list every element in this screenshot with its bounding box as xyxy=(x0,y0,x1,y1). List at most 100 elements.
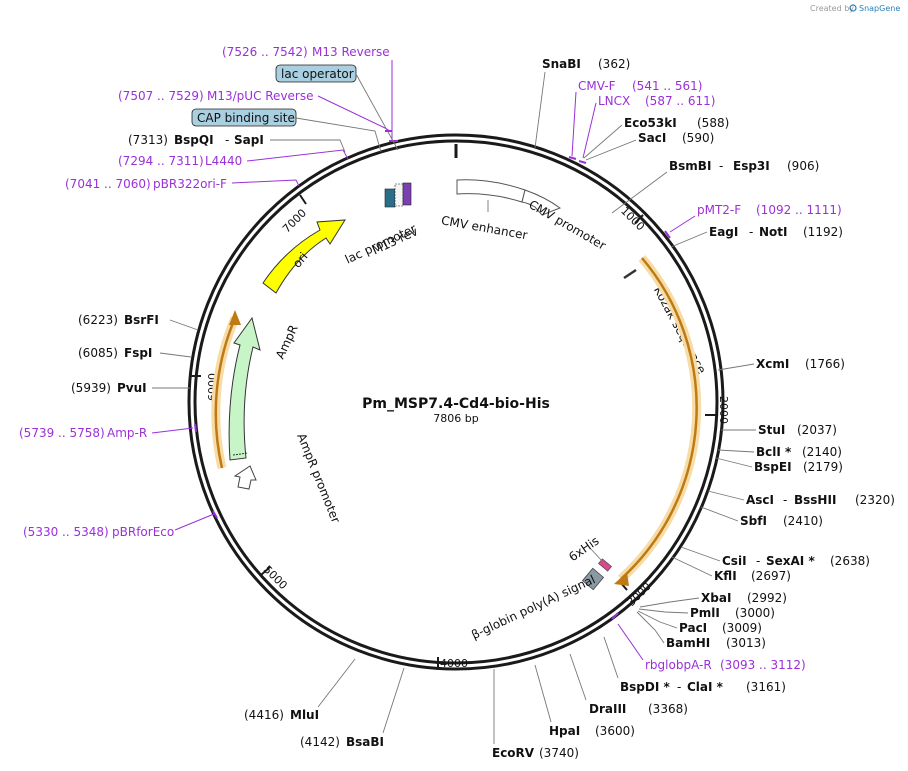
svg-text:(3013): (3013) xyxy=(726,636,766,650)
ampr-promoter-label: AmpR promoter xyxy=(294,431,343,525)
orf-halo xyxy=(617,255,702,583)
primer-cmv-f[interactable]: CMV-F (541 .. 561) xyxy=(568,79,702,160)
svg-text:-: - xyxy=(756,554,760,568)
enzyme-pmli[interactable]: PmlI (3000) xyxy=(638,606,775,620)
enzyme-xbai[interactable]: XbaI (2992) xyxy=(639,591,787,608)
tick-1000: 1000 xyxy=(618,204,647,233)
snapgene-logo-icon xyxy=(849,4,857,12)
enzyme-bsrfi[interactable]: (6223) BsrFI xyxy=(78,313,199,331)
svg-text:BspDI *: BspDI * xyxy=(620,680,670,694)
svg-text:NotI: NotI xyxy=(759,225,788,239)
svg-text:(2697): (2697) xyxy=(751,569,791,583)
tick-label-2000: 2000 xyxy=(717,396,730,424)
enzyme-draiii[interactable]: DraIII (3368) xyxy=(569,653,688,716)
primer-m13-reverse[interactable]: (7526 .. 7542) M13 Reverse xyxy=(222,45,398,142)
m13-rev-block xyxy=(402,182,412,206)
enzyme-eagi-noti[interactable]: EagI - NotI (1192) xyxy=(670,225,843,248)
svg-text:HpaI: HpaI xyxy=(549,724,580,738)
svg-text:(2037): (2037) xyxy=(797,423,837,437)
tick-label-7000: 7000 xyxy=(280,207,309,236)
svg-text:EagI: EagI xyxy=(709,225,738,239)
svg-text:PvuI: PvuI xyxy=(117,381,147,395)
primer-pmt2-f[interactable]: pMT2-F (1092 .. 1111) xyxy=(664,203,842,239)
his-leader xyxy=(589,547,604,563)
svg-text:DraIII: DraIII xyxy=(589,702,626,716)
svg-text:CAP binding site: CAP binding site xyxy=(197,111,295,125)
svg-text:M13 Reverse: M13 Reverse xyxy=(312,45,390,59)
svg-text:SexAI *: SexAI * xyxy=(766,554,815,568)
svg-text:(7294 .. 7311): (7294 .. 7311) xyxy=(118,154,204,168)
svg-text:-: - xyxy=(677,680,681,694)
enzyme-csii-sexai[interactable]: CsiI - SexAI * (2638) xyxy=(680,546,870,568)
enzyme-bspei[interactable]: BspEI (2179) xyxy=(715,457,843,474)
svg-text:(5330 .. 5348): (5330 .. 5348) xyxy=(23,525,109,539)
cap-site-block xyxy=(384,188,396,208)
enzyme-eco53ki[interactable]: Eco53kI (588) xyxy=(583,116,729,159)
svg-text:(3000): (3000) xyxy=(735,606,775,620)
svg-text:(2179): (2179) xyxy=(803,460,843,474)
svg-text:BclI *: BclI * xyxy=(756,445,792,459)
enzyme-snabi[interactable]: SnaBI (362) xyxy=(534,57,630,149)
svg-text:KflI: KflI xyxy=(714,569,737,583)
svg-text:BspEI: BspEI xyxy=(754,460,792,474)
enzyme-bspqi-sapi[interactable]: (7313) BspQI - SapI xyxy=(128,133,346,153)
svg-text:(1766): (1766) xyxy=(805,357,845,371)
enzyme-bsabi[interactable]: (4142) BsaBI xyxy=(300,667,405,749)
ampr-dash xyxy=(232,452,249,456)
svg-text:-: - xyxy=(749,225,753,239)
svg-text:BspQI: BspQI xyxy=(174,133,214,147)
svg-text:(2140): (2140) xyxy=(802,445,842,459)
primer-l4440[interactable]: (7294 .. 7311) L4440 xyxy=(118,149,349,168)
backbone-outer xyxy=(187,133,725,671)
svg-text:(3093 .. 3112): (3093 .. 3112) xyxy=(720,658,806,672)
lac-operator-box[interactable]: lac operator xyxy=(275,64,399,151)
tick-2000: 2000 xyxy=(705,396,730,424)
enzyme-paci[interactable]: PacI (3009) xyxy=(637,610,762,635)
enzyme-pvui[interactable]: (5939) PvuI xyxy=(71,381,190,395)
primer-lncx[interactable]: LNCX (587 .. 611) xyxy=(578,94,715,164)
enzyme-sbfi[interactable]: SbfI (2410) xyxy=(700,506,823,528)
svg-text:(587 .. 611): (587 .. 611) xyxy=(645,94,715,108)
svg-text:(588): (588) xyxy=(697,116,729,130)
enzyme-kfli[interactable]: KflI (2697) xyxy=(671,556,791,583)
enzyme-ecorv[interactable]: EcoRV (3740) xyxy=(492,669,579,760)
enzyme-bsmbi-esp3i[interactable]: BsmBI - Esp3I (906) xyxy=(611,159,819,214)
svg-text:-: - xyxy=(783,493,787,507)
primer-pbrforeco[interactable]: (5330 .. 5348) pBRforEco xyxy=(23,510,218,539)
svg-text:(5939): (5939) xyxy=(71,381,111,395)
svg-text:pBRforEco: pBRforEco xyxy=(112,525,174,539)
his-label: 6xHis xyxy=(566,534,601,565)
svg-text:EcoRV: EcoRV xyxy=(492,746,535,760)
svg-text:pMT2-F: pMT2-F xyxy=(697,203,741,217)
svg-text:SapI: SapI xyxy=(234,133,264,147)
enzyme-stui[interactable]: StuI (2037) xyxy=(721,423,837,437)
svg-text:CsiI: CsiI xyxy=(722,554,747,568)
enzyme-bamhi[interactable]: BamHI (3013) xyxy=(636,611,766,650)
svg-text:FspI: FspI xyxy=(124,346,152,360)
primer-pbr322ori-f[interactable]: (7041 .. 7060) pBR322ori-F xyxy=(65,177,300,191)
svg-text:(7041 .. 7060): (7041 .. 7060) xyxy=(65,177,151,191)
svg-text:ClaI *: ClaI * xyxy=(687,680,724,694)
enzyme-hpai[interactable]: HpaI (3600) xyxy=(534,664,635,738)
enzyme-bspdi-clai[interactable]: BspDI * - ClaI * (3161) xyxy=(603,636,786,694)
svg-text:(3161): (3161) xyxy=(746,680,786,694)
enzyme-saci[interactable]: SacI (590) xyxy=(585,131,714,161)
enzyme-xcmi[interactable]: XcmI (1766) xyxy=(717,357,845,371)
enzyme-fspi[interactable]: (6085) FspI xyxy=(78,346,192,360)
primer-m13-puc-reverse[interactable]: (7507 .. 7529) M13/pUC Reverse xyxy=(118,89,392,132)
svg-text:L4440: L4440 xyxy=(205,154,242,168)
svg-text:(6223): (6223) xyxy=(78,313,118,327)
svg-text:(2410): (2410) xyxy=(783,514,823,528)
svg-text:-: - xyxy=(225,133,229,147)
primer-rbglobpa-r[interactable]: rbglobpA-R (3093 .. 3112) xyxy=(611,612,806,672)
svg-text:BssHII: BssHII xyxy=(794,493,836,507)
svg-text:AscI: AscI xyxy=(746,493,774,507)
cap-binding-site-box[interactable]: CAP binding site xyxy=(191,108,382,153)
svg-text:BsmBI: BsmBI xyxy=(669,159,711,173)
primer-amp-r[interactable]: (5739 .. 5758) Amp-R xyxy=(19,423,197,440)
enzyme-mlui[interactable]: (4416) MluI xyxy=(244,658,356,722)
svg-text:(3368): (3368) xyxy=(648,702,688,716)
ori-arrow xyxy=(262,219,346,294)
enzyme-asci-bsshii[interactable]: AscI - BssHII (2320) xyxy=(707,490,895,507)
enzyme-bcli[interactable]: BclI * (2140) xyxy=(717,445,842,459)
